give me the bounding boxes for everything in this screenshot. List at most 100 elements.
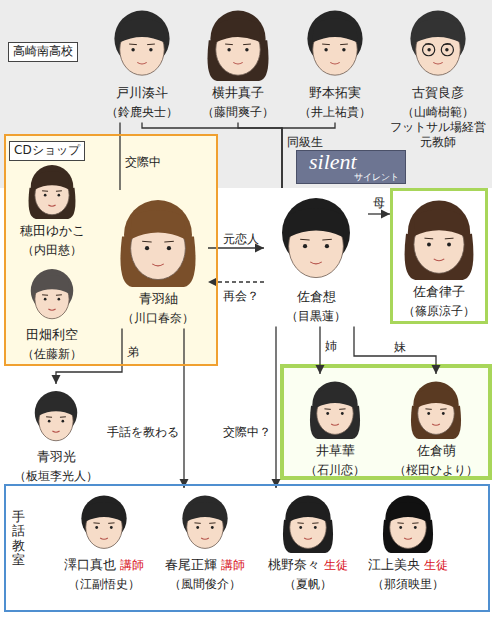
relation-line bbox=[368, 213, 390, 214]
character-card: 野本拓実（井上祐貴） bbox=[290, 2, 380, 122]
eye bbox=[427, 48, 430, 51]
actor-name: （板垣李光人） bbox=[14, 469, 98, 483]
eyebrow bbox=[297, 522, 303, 523]
eye bbox=[110, 526, 113, 529]
mouth bbox=[52, 431, 59, 432]
eyebrow bbox=[445, 238, 454, 240]
eyebrow bbox=[60, 416, 66, 417]
role-tag: 講師 bbox=[221, 558, 245, 572]
edge-label-holder: 妹 bbox=[394, 336, 406, 355]
relation-label: 元恋人 bbox=[223, 233, 259, 245]
edge-label-holder: 姉 bbox=[325, 335, 337, 354]
portrait-illustration bbox=[404, 376, 468, 440]
actor-name: （山崎樹範） bbox=[402, 105, 474, 119]
actor-name: （佐藤新） bbox=[22, 347, 82, 361]
character-card: 戸川湊斗 （鈴鹿央士） bbox=[97, 2, 187, 122]
mouth bbox=[48, 205, 55, 206]
character-card: 澤口真也講師 （江副悟史） bbox=[56, 488, 152, 594]
text-row: 古賀良彦 bbox=[386, 82, 490, 101]
actor-name: （鈴鹿央士） bbox=[106, 105, 178, 119]
edge-label-holder: 元恋人 bbox=[223, 228, 259, 247]
character-name: 春尾正輝 bbox=[165, 557, 217, 573]
portrait-illustration bbox=[376, 490, 440, 554]
text-row: 青羽紬 bbox=[108, 288, 208, 307]
eyebrow bbox=[93, 522, 99, 523]
actor-name: （藤間爽子） bbox=[202, 105, 274, 119]
text-row: （佐藤新） bbox=[6, 343, 98, 362]
text-row: 横井真子 bbox=[193, 82, 283, 101]
eye bbox=[325, 244, 329, 248]
text-row: （井上祐貴） bbox=[290, 101, 380, 120]
eye bbox=[447, 243, 451, 247]
text-row: 佐倉萌 bbox=[388, 440, 484, 459]
eyebrow bbox=[424, 238, 433, 240]
eyebrow bbox=[322, 44, 330, 46]
actor-name: （江副悟史） bbox=[68, 577, 140, 591]
text-row: （藤間爽子） bbox=[193, 101, 283, 120]
group-region: CDショップ穂田ゆかこ（内田慈）田畑利空（佐藤新）青羽紬（川口春奈） bbox=[4, 134, 218, 366]
hair-fringe bbox=[215, 19, 260, 43]
school-ground bbox=[0, 0, 492, 188]
character-card: 桃野奈々生徒 （夏帆） bbox=[262, 488, 354, 594]
eye bbox=[131, 48, 134, 51]
portrait-illustration bbox=[399, 4, 477, 82]
relation-label: 姉 bbox=[325, 340, 337, 352]
relation-line bbox=[183, 328, 184, 488]
edge-label-holder: 手話を教わる bbox=[107, 421, 179, 440]
portrait-illustration bbox=[296, 4, 374, 82]
shop-ground bbox=[4, 134, 218, 366]
eyebrow bbox=[56, 294, 62, 295]
character-card: 青羽光 （板垣李光人） bbox=[8, 384, 104, 486]
eye bbox=[414, 526, 417, 529]
text-row: 戸川湊斗 bbox=[97, 82, 187, 101]
character-name: 桃野奈々 bbox=[268, 557, 320, 573]
character-name: 戸川湊斗 bbox=[116, 85, 168, 101]
glasses-lens bbox=[423, 44, 435, 56]
actor-name: （夏帆） bbox=[284, 577, 332, 591]
eyebrow bbox=[340, 44, 348, 46]
eyebrow bbox=[397, 522, 403, 523]
actor-name: （川口春奈） bbox=[122, 311, 194, 325]
eyebrow bbox=[312, 522, 318, 523]
character-card: 横井真子 （藤間爽子） bbox=[193, 2, 283, 122]
eye bbox=[211, 526, 214, 529]
mouth bbox=[152, 264, 164, 266]
text-row: 桃野奈々生徒 bbox=[262, 554, 354, 573]
family-frame bbox=[282, 366, 490, 478]
eyebrow bbox=[46, 416, 52, 417]
relation-label: 妹 bbox=[394, 341, 406, 353]
eyebrow bbox=[142, 241, 152, 243]
hair-fringe bbox=[289, 502, 326, 522]
hair-fringe bbox=[35, 275, 70, 293]
eye bbox=[145, 246, 149, 250]
character-name: 横井真子 bbox=[212, 85, 264, 101]
text-row: 青羽光 bbox=[8, 446, 104, 465]
eye bbox=[445, 48, 448, 51]
actor-name: （内田慈） bbox=[22, 243, 82, 257]
eyebrow bbox=[129, 44, 137, 46]
relation-label: 交際中？ bbox=[223, 426, 271, 438]
text-row: 澤口真也講師 bbox=[56, 554, 152, 573]
eyebrow bbox=[225, 44, 233, 46]
relation-line bbox=[319, 326, 320, 374]
relation-label: 交際中 bbox=[125, 156, 161, 168]
hair-fringe bbox=[413, 210, 464, 237]
text-row: （石川恋） bbox=[290, 459, 380, 478]
eyebrow bbox=[147, 44, 155, 46]
character-name: 佐倉想 bbox=[297, 289, 336, 305]
hair-fringe bbox=[415, 19, 460, 43]
eye bbox=[427, 412, 430, 415]
character-name: 野本拓実 bbox=[309, 85, 361, 101]
character-name: 田畑利空 bbox=[26, 327, 78, 343]
eye bbox=[324, 48, 327, 51]
mouth bbox=[434, 259, 445, 261]
text-row: 江上美央生徒 bbox=[360, 554, 456, 573]
eye bbox=[399, 526, 402, 529]
character-card: 春尾正輝講師（風間俊介） bbox=[156, 488, 254, 594]
eyebrow bbox=[324, 408, 330, 409]
hair-fringe bbox=[130, 210, 186, 239]
edge-label-holder: 弟 bbox=[127, 341, 139, 360]
text-row: 井草華 bbox=[290, 440, 380, 459]
